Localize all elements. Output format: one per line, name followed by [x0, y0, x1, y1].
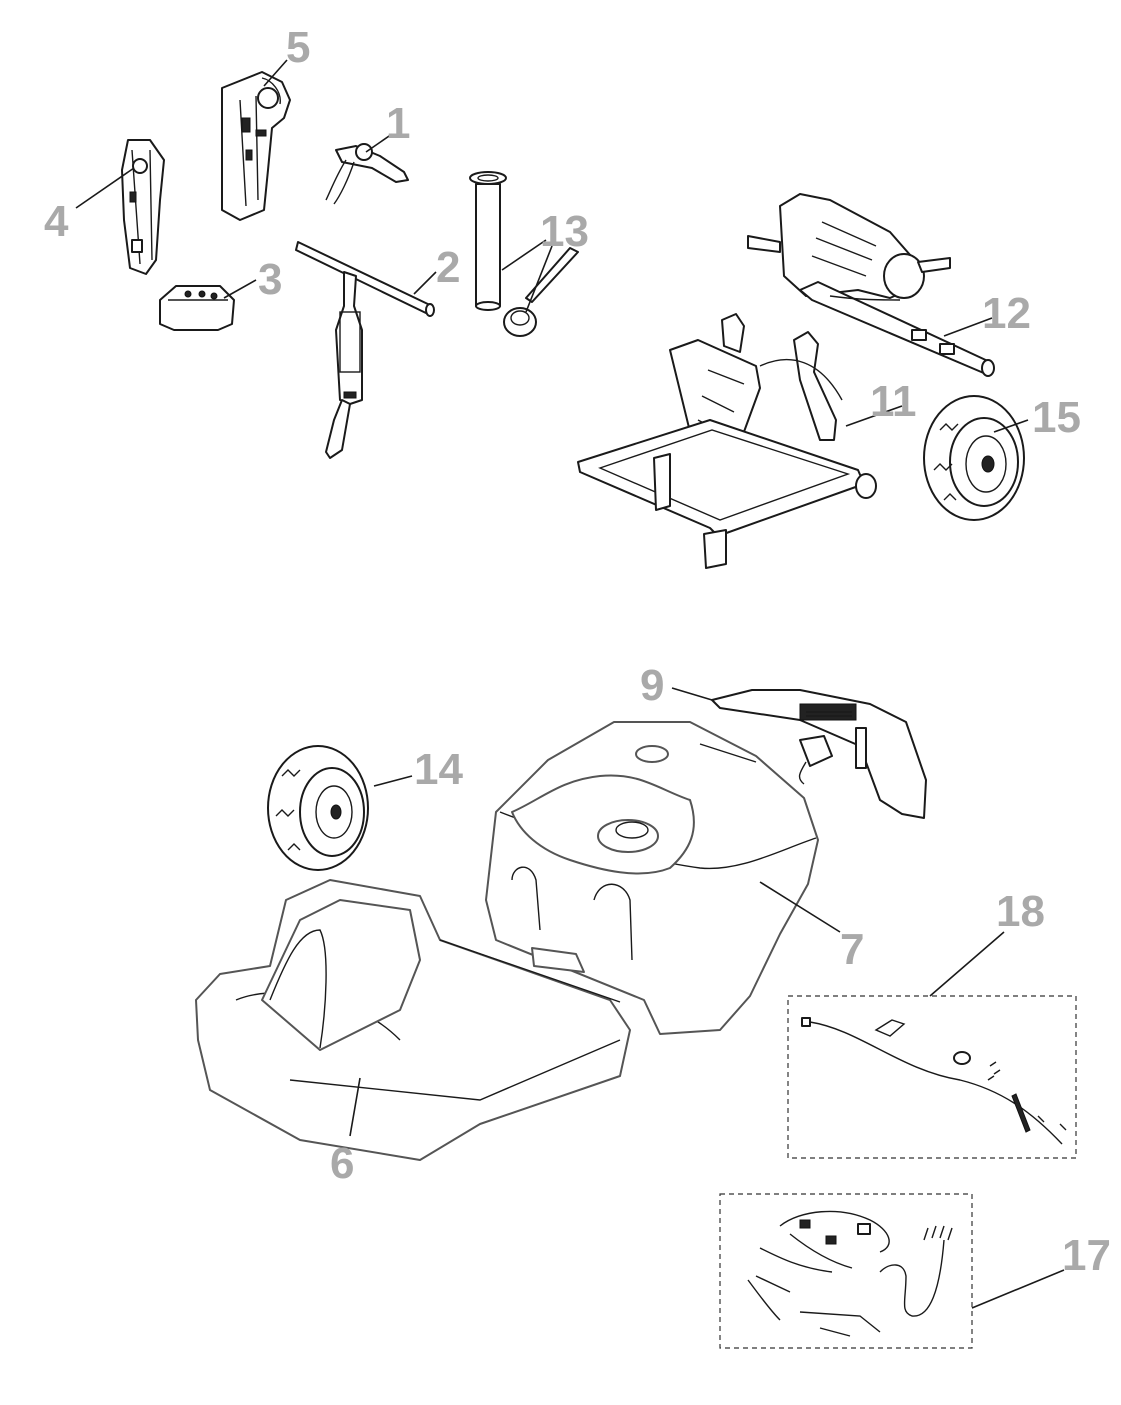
callout-7: 7	[840, 925, 865, 974]
part-14-wheel	[267, 745, 369, 871]
leader-lines	[75, 59, 1065, 1309]
callout-5: 5	[286, 23, 311, 72]
callout-12: 12	[982, 289, 1031, 338]
part-12-motor	[747, 193, 995, 377]
callout-15: 15	[1032, 393, 1081, 442]
part-15-wheel	[923, 395, 1025, 521]
callout-18: 18	[996, 887, 1045, 936]
part-7-rear-body	[485, 721, 819, 1035]
part-3-console	[159, 285, 235, 331]
part-4-front-shroud	[121, 139, 165, 275]
part-5-rear-shroud	[221, 71, 291, 221]
part-11-frame	[577, 313, 877, 569]
callout-14: 14	[414, 745, 463, 794]
callout-13: 13	[540, 207, 589, 256]
part-17-wiring-harness	[719, 1193, 973, 1349]
callout-6: 6	[330, 1139, 355, 1188]
part-18-cable-kit	[787, 995, 1077, 1159]
part-6-front-shroud	[195, 879, 631, 1161]
callout-4: 4	[44, 197, 69, 246]
callout-9: 9	[640, 661, 665, 710]
callout-11: 11	[870, 377, 917, 426]
part-2-steering-column	[295, 241, 435, 459]
callout-3: 3	[258, 255, 283, 304]
callout-17: 17	[1062, 1231, 1111, 1280]
part-1-throttle	[325, 143, 409, 205]
callout-1: 1	[386, 99, 411, 148]
callout-2: 2	[436, 243, 461, 292]
part-9-rear-bumper	[711, 689, 927, 819]
part-13-seat-post	[469, 171, 579, 337]
